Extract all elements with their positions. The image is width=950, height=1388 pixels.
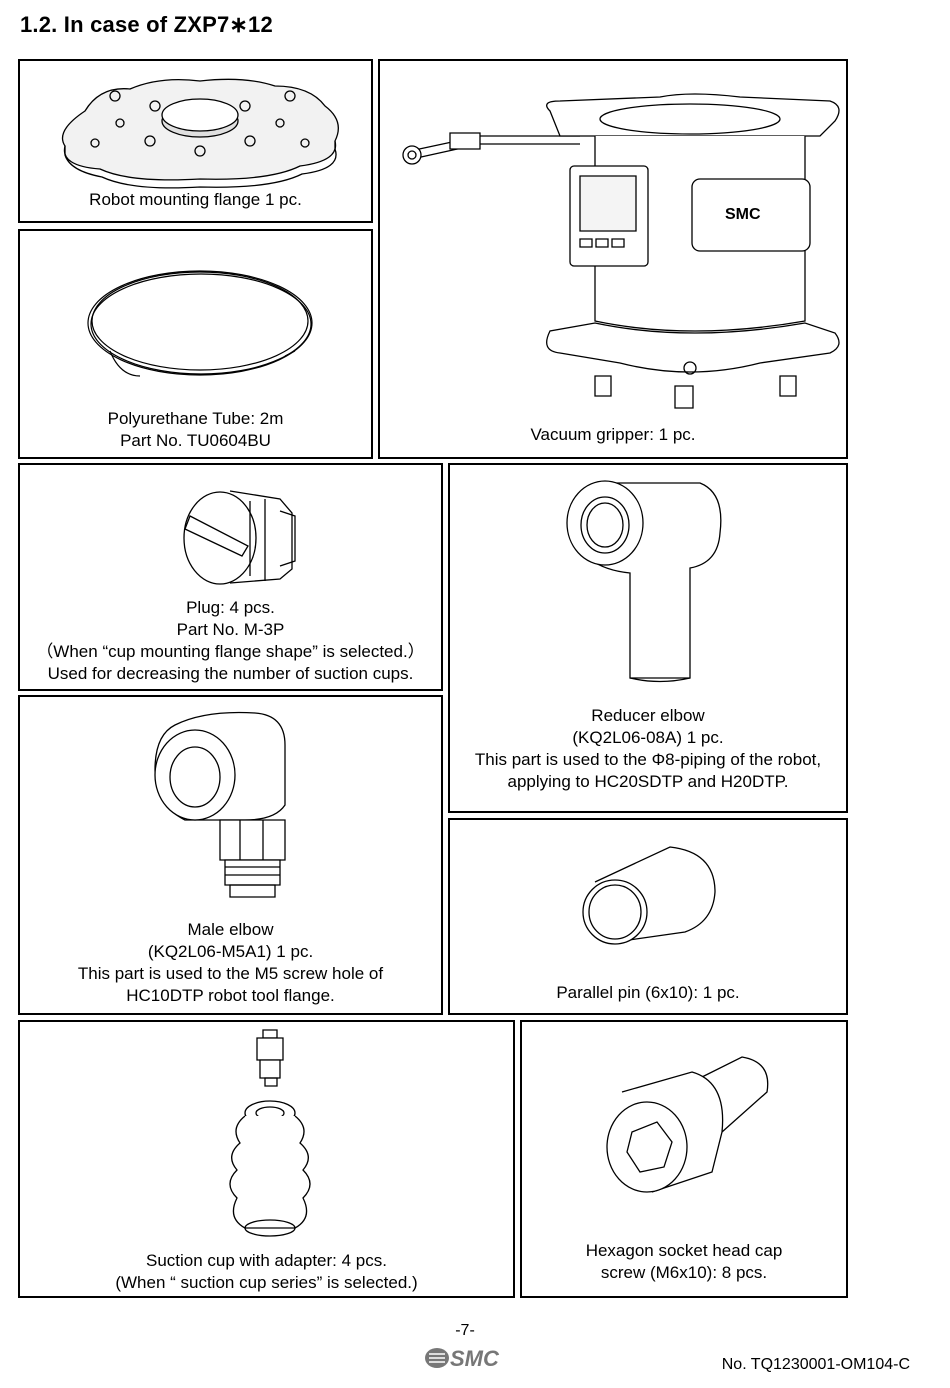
cap-screw-caption-line1: Hexagon socket head cap	[585, 1241, 783, 1260]
part-box-cap-screw: Hexagon socket head cap screw (M6x10): 8…	[520, 1020, 848, 1298]
tube-caption-line2: Part No. TU0604BU	[120, 431, 271, 450]
part-box-male-elbow: Male elbow (KQ2L06-M5A1) 1 pc. This part…	[18, 695, 443, 1015]
parallel-pin-illustration	[575, 842, 725, 952]
part-box-parallel-pin: Parallel pin (6x10): 1 pc.	[448, 818, 848, 1015]
plug-caption-line4: Used for decreasing the number of suctio…	[47, 664, 414, 683]
male-elbow-caption-line1: Male elbow	[187, 920, 274, 939]
cap-screw-illustration	[602, 1052, 772, 1202]
plug-illustration	[170, 481, 310, 591]
male-elbow-illustration	[145, 705, 315, 905]
cap-screw-caption-line2: screw (M6x10): 8 pcs.	[600, 1263, 768, 1282]
part-box-tube: Polyurethane Tube: 2m Part No. TU0604BU	[18, 229, 373, 459]
flange-caption: Robot mounting flange 1 pc.	[89, 190, 302, 209]
reducer-caption-line4: applying to HC20SDTP and H20DTP.	[507, 772, 789, 791]
plug-caption-line1: Plug: 4 pcs.	[186, 598, 275, 617]
tube-caption-line1: Polyurethane Tube: 2m	[107, 409, 284, 428]
svg-text:SMC: SMC	[450, 1346, 500, 1371]
part-box-suction-cup: Suction cup with adapter: 4 pcs. (When “…	[18, 1020, 515, 1298]
parallel-pin-caption: Parallel pin (6x10): 1 pc.	[556, 983, 740, 1002]
part-box-reducer-elbow: Reducer elbow (KQ2L06-08A) 1 pc. This pa…	[448, 463, 848, 813]
male-elbow-caption-line2: (KQ2L06-M5A1) 1 pc.	[147, 942, 314, 961]
male-elbow-caption-line4: HC10DTP robot tool flange.	[126, 986, 335, 1005]
reducer-caption-line1: Reducer elbow	[591, 706, 705, 725]
part-box-gripper: SMC Vacuum gripper: 1 pc.	[378, 59, 848, 459]
vacuum-gripper-illustration: SMC	[390, 91, 840, 411]
reducer-caption-line2: (KQ2L06-08A) 1 pc.	[572, 728, 724, 747]
document-number: No. TQ1230001-OM104-C	[721, 1356, 910, 1373]
part-box-plug: Plug: 4 pcs. Part No. M-3P （When “cup mo…	[18, 463, 443, 691]
plug-caption-line3: （When “cup mounting flange shape” is sel…	[36, 642, 425, 661]
suction-cup-illustration	[215, 1028, 325, 1248]
smc-logo: SMC	[425, 1346, 500, 1371]
flange-illustration	[50, 71, 350, 191]
page-number: -7-	[455, 1322, 475, 1339]
male-elbow-caption-line3: This part is used to the M5 screw hole o…	[77, 964, 384, 983]
gripper-smc-badge: SMC	[725, 206, 761, 223]
reducer-elbow-illustration	[560, 473, 730, 683]
part-box-flange: Robot mounting flange 1 pc.	[18, 59, 373, 223]
reducer-caption-line3: This part is used to the Φ8-piping of th…	[474, 750, 822, 769]
plug-caption-line2: Part No. M-3P	[176, 620, 285, 639]
gripper-caption: Vacuum gripper: 1 pc.	[530, 425, 696, 444]
page-title: 1.2. In case of ZXP7∗12	[20, 12, 273, 37]
suction-cup-caption-line1: Suction cup with adapter: 4 pcs.	[146, 1251, 387, 1270]
suction-cup-caption-line2: (When “ suction cup series” is selected.…	[115, 1273, 418, 1292]
tube-coil-illustration	[80, 261, 320, 391]
